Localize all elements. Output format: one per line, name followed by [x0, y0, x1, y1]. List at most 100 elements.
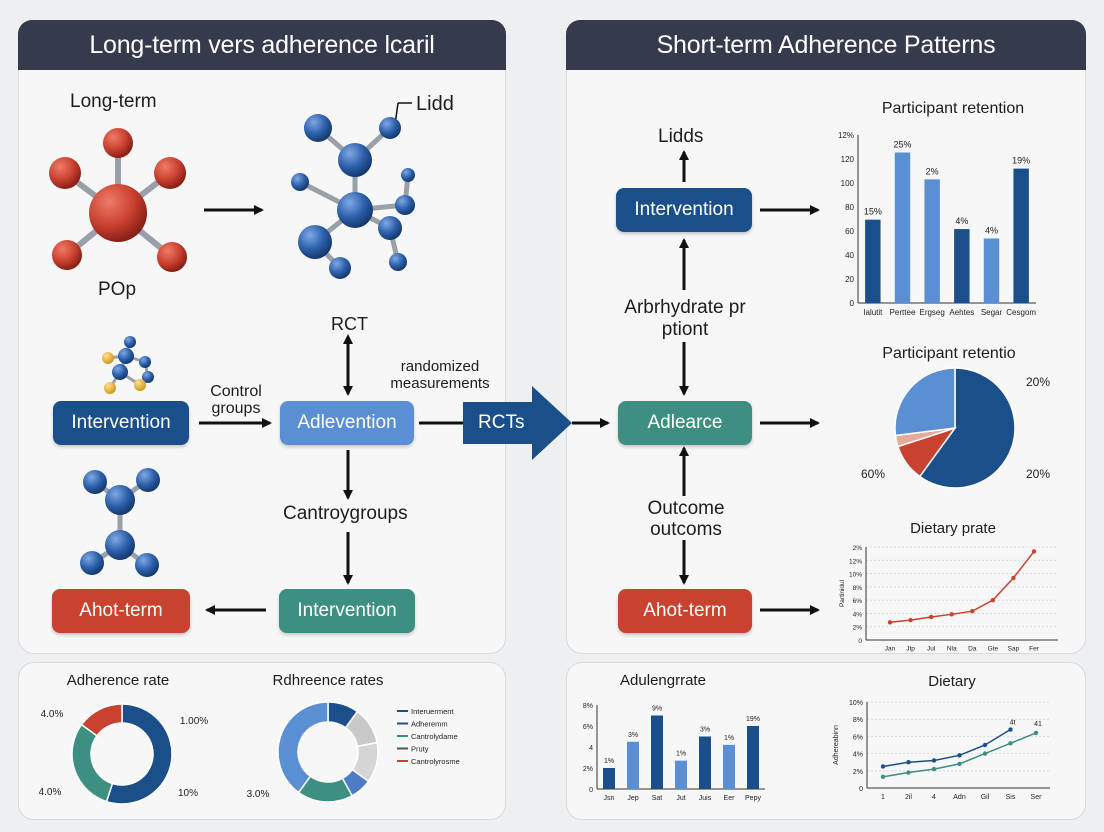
data-point [880, 774, 886, 780]
y-tick-label: 8% [583, 703, 593, 710]
x-tick-label: Sat [652, 795, 663, 802]
x-tick-label: Da [968, 646, 977, 653]
data-point [970, 609, 975, 614]
y-tick-label: 120 [841, 155, 855, 164]
x-tick-label: Gil [981, 794, 990, 801]
point-label: 4t [1010, 720, 1016, 727]
y-tick-label: 0 [859, 786, 863, 793]
x-tick-label: Cesgom [1006, 308, 1036, 317]
small-molecule-icon [102, 336, 154, 394]
bar-data-label: 15% [864, 207, 882, 217]
bar [675, 760, 687, 789]
bar [954, 229, 970, 303]
x-tick-label: Jul [927, 646, 936, 653]
left-flow-arrows [199, 334, 463, 615]
label-randomized: randomized measurements [390, 358, 490, 392]
blue-molecule-icon [291, 102, 415, 279]
bar [924, 179, 940, 303]
x-tick-label: Jan [885, 646, 896, 653]
pie-slice [894, 367, 956, 437]
chart-title: Dietary prate [910, 520, 996, 537]
series-line [882, 728, 1011, 768]
bar-data-label: 3% [628, 732, 638, 739]
legend-label: Interuerment [411, 707, 454, 716]
label-arbrhydrate: Arbrhydrate pr ptiont [624, 297, 746, 340]
intervention-box-right[interactable]: Intervention [616, 188, 752, 232]
adulengrrate-bar-chart: Adulengrrate02%46%8%1%Jsn3%Jep9%Sat1%Jut… [583, 672, 765, 802]
y-tick-label: 20 [845, 275, 854, 284]
intervention-box-bottom[interactable]: Intervention [279, 589, 415, 633]
x-tick-label: Ialutit [863, 308, 883, 317]
bar [603, 768, 615, 789]
bar-data-label: 3% [700, 727, 710, 734]
legend-label: Cantrolyrosme [411, 757, 460, 766]
x-tick-label: Jep [627, 795, 638, 802]
x-tick-label: Fer [1029, 646, 1040, 653]
x-tick-label: Ergseg [919, 308, 944, 317]
legend-label: Adheremm [411, 720, 448, 729]
y-tick-label: 100 [841, 179, 855, 188]
chart-title: Dietary [928, 673, 976, 690]
data-point [906, 760, 911, 765]
bar-data-label: 1% [724, 735, 734, 742]
bar [699, 736, 711, 789]
bar [983, 238, 1000, 303]
adlevention-box[interactable]: Adlevention [280, 401, 414, 445]
label-lidd: Lidd [416, 93, 454, 115]
bar-data-label: 1% [604, 758, 614, 765]
ahot-term-box-left[interactable]: Ahot-term [52, 589, 190, 633]
x-tick-label: Jtp [906, 646, 915, 653]
y-tick-label: 8% [853, 585, 863, 592]
data-point [931, 758, 937, 763]
data-point [928, 614, 934, 620]
chart-title: Participant retention [882, 100, 1024, 117]
y-tick-label: 0 [589, 787, 593, 794]
left-panel [18, 20, 506, 654]
label-pop: POp [98, 279, 137, 300]
y-tick-label: 0 [858, 638, 862, 645]
adlearce-box[interactable]: Adlearce [618, 401, 752, 445]
bar-data-label: 25% [893, 139, 911, 149]
pie-slice [918, 367, 1016, 489]
data-point [906, 770, 911, 775]
data-point [957, 761, 962, 767]
data-point [1008, 741, 1013, 746]
data-point [1008, 727, 1013, 732]
bar-data-label: 4% [955, 216, 968, 226]
intervention-box-left[interactable]: Intervention [53, 401, 189, 445]
label-outcome: Outcome outcoms [647, 498, 725, 540]
chart-title: Rdhreence rates [273, 672, 384, 689]
x-tick-label: Nla [947, 646, 957, 653]
y-tick-label: 2% [583, 766, 593, 773]
ahot-term-box-right[interactable]: Ahot-term [618, 589, 752, 633]
y-tick-label: 10% [849, 700, 863, 707]
pie-slice [105, 703, 173, 805]
x-tick-label: Eer [724, 795, 736, 802]
left-panel-header: Long-term vers adherence lcaril [18, 20, 506, 70]
x-tick-label: Jut [676, 795, 685, 802]
x-tick-label: Perttee [890, 308, 916, 317]
right-panel-header: Short-term Adherence Patterns [566, 20, 1086, 70]
bar [865, 219, 881, 303]
data-point [982, 742, 988, 748]
data-point [887, 620, 893, 625]
legend-label: Cantrolydame [411, 732, 458, 741]
x-tick-label: 2il [905, 794, 912, 801]
x-tick-label: Jsn [604, 795, 615, 802]
y-tick-label: 60 [845, 227, 854, 236]
label-lidds: Lidds [658, 126, 704, 147]
x-tick-label: Segar [981, 308, 1003, 317]
data-point [1033, 730, 1039, 736]
data-point [982, 751, 988, 756]
pie-slice [80, 703, 123, 737]
pie-annotation: 20% [1026, 375, 1050, 389]
y-tick-label: 4 [589, 745, 593, 752]
data-point [931, 766, 937, 772]
chart-title: Participant retentio [882, 345, 1016, 362]
label-control-groups: Control groups [210, 383, 262, 417]
